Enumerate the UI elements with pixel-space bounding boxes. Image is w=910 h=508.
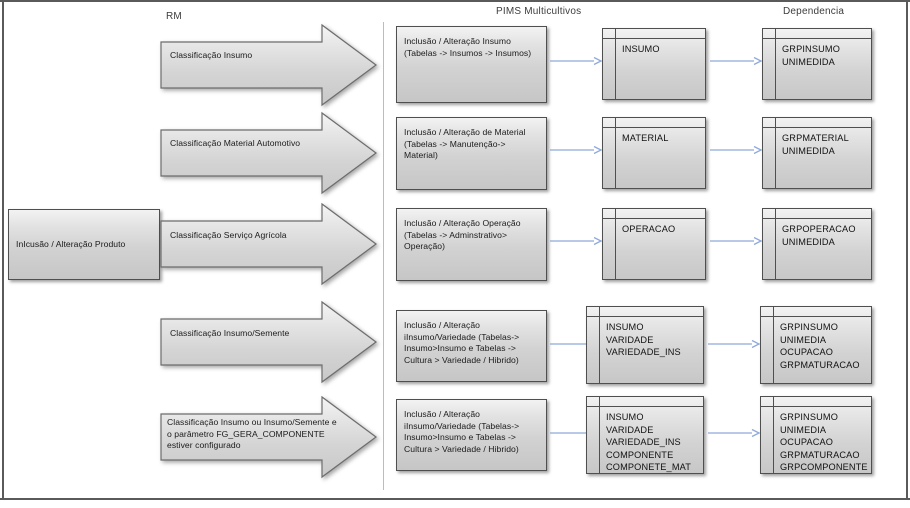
table-key-column-rule — [773, 307, 774, 383]
process-box-row2-label: Inclusão / Alteração de Material (Tabela… — [404, 127, 526, 161]
flow-arrow-row2[interactable] — [160, 111, 380, 195]
data-table-dep-row1[interactable]: GRPINSUMO UNIMEDIDA — [762, 28, 872, 100]
data-table-dep-row1-lines: GRPINSUMO UNIMEDIDA — [782, 44, 841, 67]
data-table-pims-row3[interactable]: OPERACAO — [602, 208, 706, 280]
data-table-dep-row2[interactable]: GRPMATERIAL UNIMEDIDA — [762, 117, 872, 189]
data-table-dep-row4-lines: GRPINSUMO UNIMEDIA OCUPACAO GRPMATURACAO — [780, 322, 860, 370]
connector-row3-b — [710, 236, 762, 246]
connector-row5-b — [708, 428, 760, 438]
data-table-dep-row5-lines: GRPINSUMO UNIMEDIA OCUPACAO GRPMATURACAO… — [780, 412, 868, 473]
data-table-dep-row2-lines: GRPMATERIAL UNIMEDIDA — [782, 133, 849, 156]
source-process-box[interactable]: InIcusão / Alteração Produto — [8, 209, 160, 280]
connector-row2-a — [550, 145, 602, 155]
data-table-pims-row4-lines: INSUMO VARIDADE VARIEDADE_INS — [606, 322, 681, 358]
table-key-column-rule — [615, 118, 616, 188]
frame-border-right — [906, 0, 908, 498]
table-key-column-rule — [773, 397, 774, 473]
flow-arrow-row1[interactable] — [160, 23, 380, 107]
table-key-column-rule — [775, 29, 776, 99]
flow-arrow-row3[interactable] — [160, 202, 380, 286]
lane-title-pims: PIMS Multicultivos — [496, 6, 582, 17]
connector-row2-b — [710, 145, 762, 155]
table-header-rule — [587, 316, 703, 317]
table-header-rule — [761, 316, 871, 317]
process-box-row4[interactable]: Inclusão / Alteração iInsumo/Variedade (… — [396, 310, 547, 382]
data-table-dep-row3[interactable]: GRPOPERACAO UNIMEDIDA — [762, 208, 872, 280]
connector-row4-b — [708, 339, 760, 349]
process-box-row2[interactable]: Inclusão / Alteração de Material (Tabela… — [396, 117, 547, 190]
table-header-rule — [763, 38, 871, 39]
process-box-row3-label: Inclusão / Alteração Operação (Tabelas -… — [404, 218, 521, 252]
process-box-row4-label: Inclusão / Alteração iInsumo/Variedade (… — [404, 320, 520, 365]
process-box-row5-label: Inclusão / Alteração iInsumo/Variedade (… — [404, 409, 520, 454]
data-table-dep-row4[interactable]: GRPINSUMO UNIMEDIA OCUPACAO GRPMATURACAO — [760, 306, 872, 384]
flow-arrow-row4-label: Classificação Insumo/Semente — [170, 328, 290, 338]
table-header-rule — [603, 218, 705, 219]
table-key-column-rule — [615, 29, 616, 99]
table-key-column-rule — [615, 209, 616, 279]
data-table-pims-row4[interactable]: INSUMO VARIDADE VARIEDADE_INS — [586, 306, 704, 384]
table-key-column-rule — [775, 118, 776, 188]
data-table-pims-row5[interactable]: INSUMO VARIDADE VARIEDADE_INS COMPONENTE… — [586, 396, 704, 474]
flow-arrow-row5-label: Classificação Insumo ou Insumo/Semente e… — [167, 417, 337, 451]
frame-border-bottom — [0, 498, 910, 500]
table-header-rule — [761, 406, 871, 407]
table-header-rule — [763, 218, 871, 219]
process-box-row5[interactable]: Inclusão / Alteração iInsumo/Variedade (… — [396, 399, 547, 471]
flow-arrow-row2-label: Classificação Material Automotivo — [170, 138, 301, 148]
process-box-row1[interactable]: Inclusão / Alteração Insumo (Tabelas -> … — [396, 26, 547, 103]
data-table-pims-row1[interactable]: INSUMO — [602, 28, 706, 100]
table-header-rule — [587, 406, 703, 407]
flow-arrow-row3-label: Classificação Serviço Agrícola — [170, 230, 287, 240]
data-table-pims-row2-lines: MATERIAL — [622, 133, 669, 143]
table-header-rule — [603, 127, 705, 128]
data-table-pims-row3-lines: OPERACAO — [622, 224, 676, 234]
table-header-rule — [763, 127, 871, 128]
data-table-dep-row3-lines: GRPOPERACAO UNIMEDIDA — [782, 224, 856, 247]
frame-border-left — [2, 0, 4, 498]
table-key-column-rule — [775, 209, 776, 279]
table-key-column-rule — [599, 307, 600, 383]
lane-title-rm: RM — [166, 11, 182, 22]
source-process-label: InIcusão / Alteração Produto — [16, 238, 126, 249]
process-box-row3[interactable]: Inclusão / Alteração Operação (Tabelas -… — [396, 208, 547, 281]
connector-row3-a — [550, 236, 602, 246]
flow-arrow-row4[interactable] — [160, 300, 380, 384]
flow-arrow-row1-label: Classificação Insumo — [170, 50, 253, 60]
data-table-dep-row5[interactable]: GRPINSUMO UNIMEDIA OCUPACAO GRPMATURACAO… — [760, 396, 872, 474]
flow-arrow-row5[interactable] — [160, 395, 380, 479]
data-table-pims-row2[interactable]: MATERIAL — [602, 117, 706, 189]
table-key-column-rule — [599, 397, 600, 473]
process-box-row1-label: Inclusão / Alteração Insumo (Tabelas -> … — [404, 36, 532, 58]
connector-row1-b — [710, 56, 762, 66]
data-table-pims-row5-lines: INSUMO VARIDADE VARIEDADE_INS COMPONENTE… — [606, 412, 691, 473]
table-header-rule — [603, 38, 705, 39]
frame-border-top — [0, 0, 910, 2]
data-table-pims-row1-lines: INSUMO — [622, 44, 660, 54]
lane-title-dependencia: Dependencia — [783, 6, 845, 17]
lane-divider-line — [383, 22, 384, 490]
connector-row1-a — [550, 56, 602, 66]
